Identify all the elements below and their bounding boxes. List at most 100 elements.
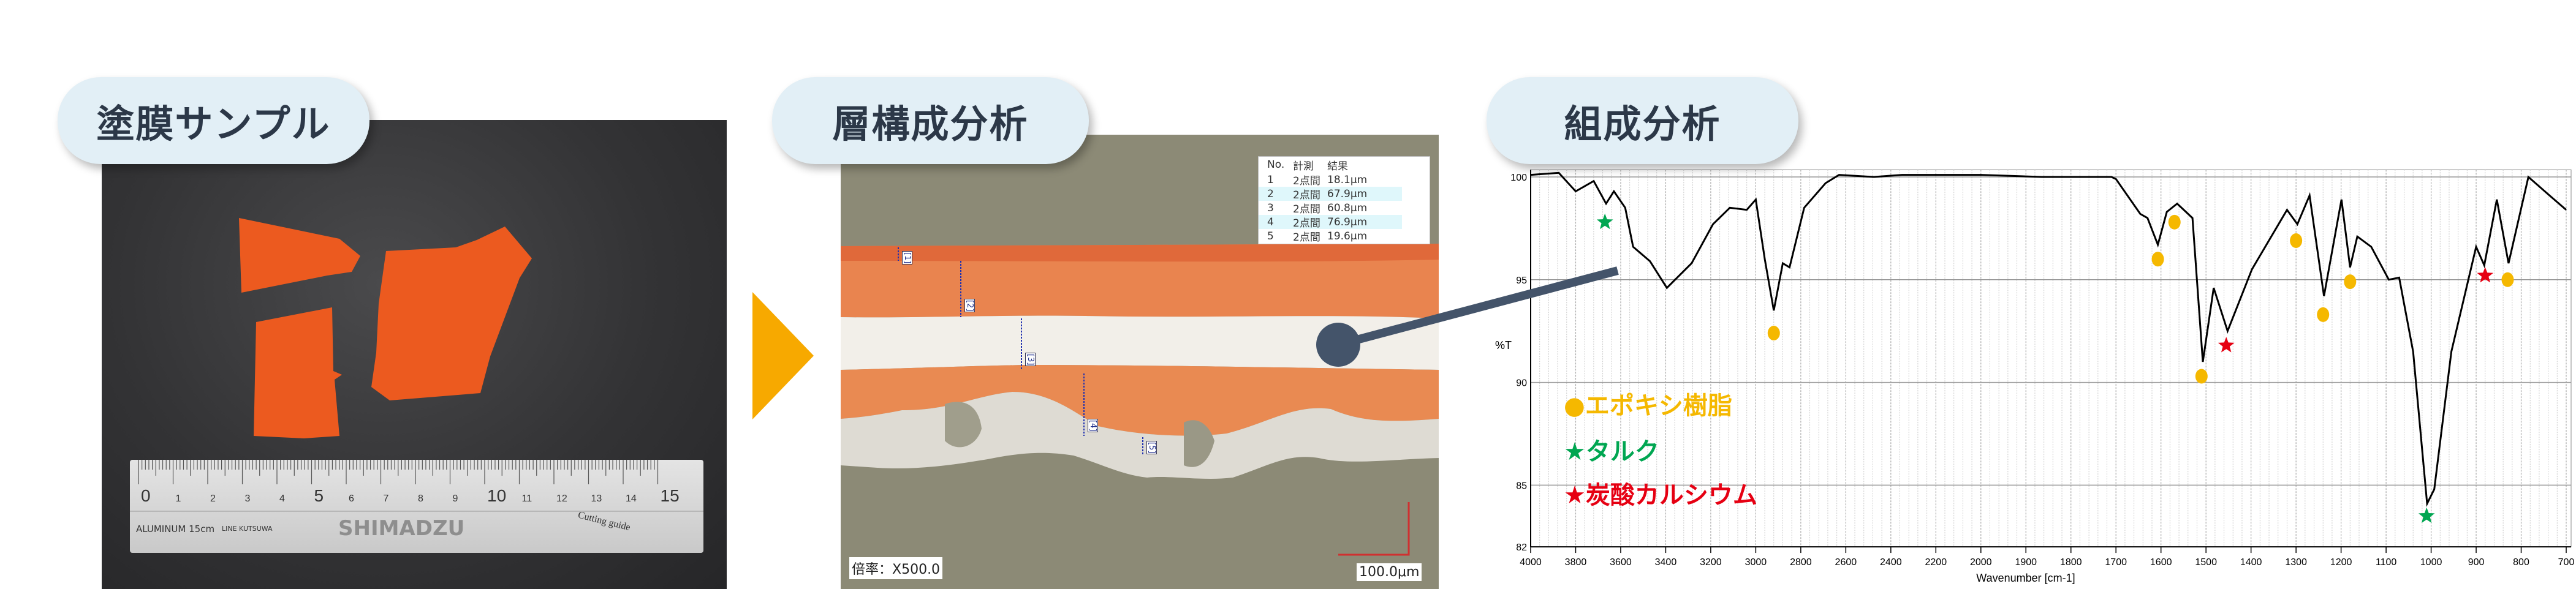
cell: 1 bbox=[1267, 173, 1274, 186]
x-tick-label: 2600 bbox=[1835, 557, 1857, 568]
ruler-number: 13 bbox=[591, 493, 602, 504]
measure-marker: [1] bbox=[902, 251, 912, 265]
ruler-number: 10 bbox=[487, 486, 506, 505]
y-tick-label: 85 bbox=[1516, 481, 1527, 491]
cell: 18.1μm bbox=[1327, 173, 1368, 186]
scale-bar-label: 100.0μm bbox=[1357, 563, 1422, 581]
cell: 2点間 bbox=[1293, 217, 1320, 230]
x-tick-label: 3000 bbox=[1745, 557, 1767, 568]
col-header: No. bbox=[1267, 159, 1285, 171]
magnification-label: 倍率：X500.0 bbox=[849, 557, 943, 579]
layer-top-dark bbox=[841, 244, 1439, 262]
measure-marker: [2] bbox=[964, 299, 975, 313]
ruler-number: 6 bbox=[349, 493, 354, 504]
cell: 4 bbox=[1267, 216, 1274, 228]
cell: 3 bbox=[1267, 201, 1274, 214]
paint-chip bbox=[254, 307, 342, 438]
x-tick-label: 1000 bbox=[2420, 557, 2442, 568]
sample-label: 塗膜サンプル bbox=[58, 77, 369, 164]
x-tick-label: 1400 bbox=[2240, 557, 2262, 568]
x-tick-label: 3800 bbox=[1565, 557, 1587, 568]
measure-marker: [3] bbox=[1025, 353, 1036, 367]
layer-top-coat bbox=[841, 244, 1439, 318]
flow-arrow-icon bbox=[752, 292, 814, 419]
col-header: 計測 bbox=[1293, 160, 1314, 173]
ruler-number: 1 bbox=[176, 493, 181, 504]
epoxy-marker bbox=[2290, 233, 2303, 249]
table-row: 3 2点間 60.8μm bbox=[1259, 201, 1430, 216]
epoxy-marker bbox=[2151, 252, 2164, 267]
measurement-lines bbox=[898, 247, 1410, 556]
cell: 60.8μm bbox=[1327, 201, 1368, 214]
measure-marker: [5] bbox=[1146, 441, 1157, 455]
cell: 67.9μm bbox=[1327, 187, 1368, 200]
scale-bar bbox=[1338, 502, 1410, 556]
x-tick-label: 1900 bbox=[2015, 557, 2037, 568]
paint-chip bbox=[239, 218, 360, 293]
ruler-number: 4 bbox=[279, 493, 285, 504]
x-tick-label: 700 bbox=[2558, 557, 2575, 568]
legend-calcium: ★炭酸カルシウム bbox=[1564, 481, 1757, 509]
x-tick-label: 2400 bbox=[1880, 557, 1902, 568]
measure-marker: [4] bbox=[1088, 419, 1098, 433]
x-tick-label: 800 bbox=[2513, 557, 2529, 568]
x-tick-label: 1200 bbox=[2330, 557, 2352, 568]
epoxy-marker bbox=[2317, 307, 2330, 322]
x-tick-label: 1700 bbox=[2105, 557, 2127, 568]
epoxy-marker bbox=[2344, 274, 2357, 290]
table-header: No. 計測 結果 bbox=[1259, 157, 1430, 173]
talc-marker bbox=[2418, 507, 2435, 523]
spectrum-line bbox=[1530, 171, 2567, 507]
measurement-table: No. 計測 結果 1 2点間 18.1μm 2 2点間 67.9μm 3 2点間 60.8… bbox=[1258, 156, 1430, 244]
pointer-dot bbox=[1316, 323, 1360, 367]
x-tick-label: 3200 bbox=[1700, 557, 1722, 568]
y-tick-label: 95 bbox=[1516, 276, 1527, 286]
cell: 2点間 bbox=[1293, 175, 1320, 187]
x-tick-label: 2000 bbox=[1970, 557, 1992, 568]
x-tick-label: 3600 bbox=[1610, 557, 1632, 568]
y-axis-label: %T bbox=[1495, 339, 1512, 351]
cell: 2点間 bbox=[1293, 203, 1320, 216]
ruler-number: 12 bbox=[556, 493, 567, 504]
pit bbox=[1184, 420, 1214, 467]
ruler-number: 15 bbox=[661, 486, 680, 505]
x-tick-label: 1500 bbox=[2195, 557, 2217, 568]
layer-primer bbox=[841, 392, 1439, 479]
epoxy-marker bbox=[2168, 214, 2181, 230]
talc-marker bbox=[1596, 213, 1613, 230]
x-tick-label: 1800 bbox=[2060, 557, 2082, 568]
x-tick-label: 3400 bbox=[1655, 557, 1677, 568]
epoxy-marker bbox=[2195, 369, 2208, 384]
ruler-number: 7 bbox=[384, 493, 389, 504]
x-axis-label: Wavenumber [cm-1] bbox=[1976, 572, 2075, 584]
x-tick-label: 4000 bbox=[1520, 557, 1542, 568]
ruler-brand-small: LINE KUTSUWA bbox=[222, 525, 273, 533]
epoxy-marker bbox=[2501, 272, 2514, 287]
x-tick-label: 1600 bbox=[2150, 557, 2172, 568]
y-tick-label: 82 bbox=[1516, 542, 1527, 553]
layer-white bbox=[841, 315, 1439, 370]
ruler-text: ALUMINUM 15cm bbox=[136, 523, 215, 535]
pointer-line bbox=[1337, 266, 1619, 349]
ruler-number: 8 bbox=[418, 493, 423, 504]
cell: 5 bbox=[1267, 230, 1274, 242]
ruler-number: 9 bbox=[453, 493, 458, 504]
cell: 19.6μm bbox=[1327, 230, 1368, 242]
cell: 2 bbox=[1267, 187, 1274, 200]
ruler-brand: SHIMADZU bbox=[338, 516, 465, 541]
ruler-number: 5 bbox=[314, 486, 324, 505]
x-tick-label: 2200 bbox=[1925, 557, 1947, 568]
layer-mid-coat bbox=[841, 365, 1439, 436]
paint-layers bbox=[841, 244, 1439, 479]
y-tick-label: 90 bbox=[1516, 378, 1527, 389]
ruler-number: 14 bbox=[626, 493, 637, 504]
pit bbox=[945, 402, 982, 448]
x-tick-label: 900 bbox=[2468, 557, 2485, 568]
